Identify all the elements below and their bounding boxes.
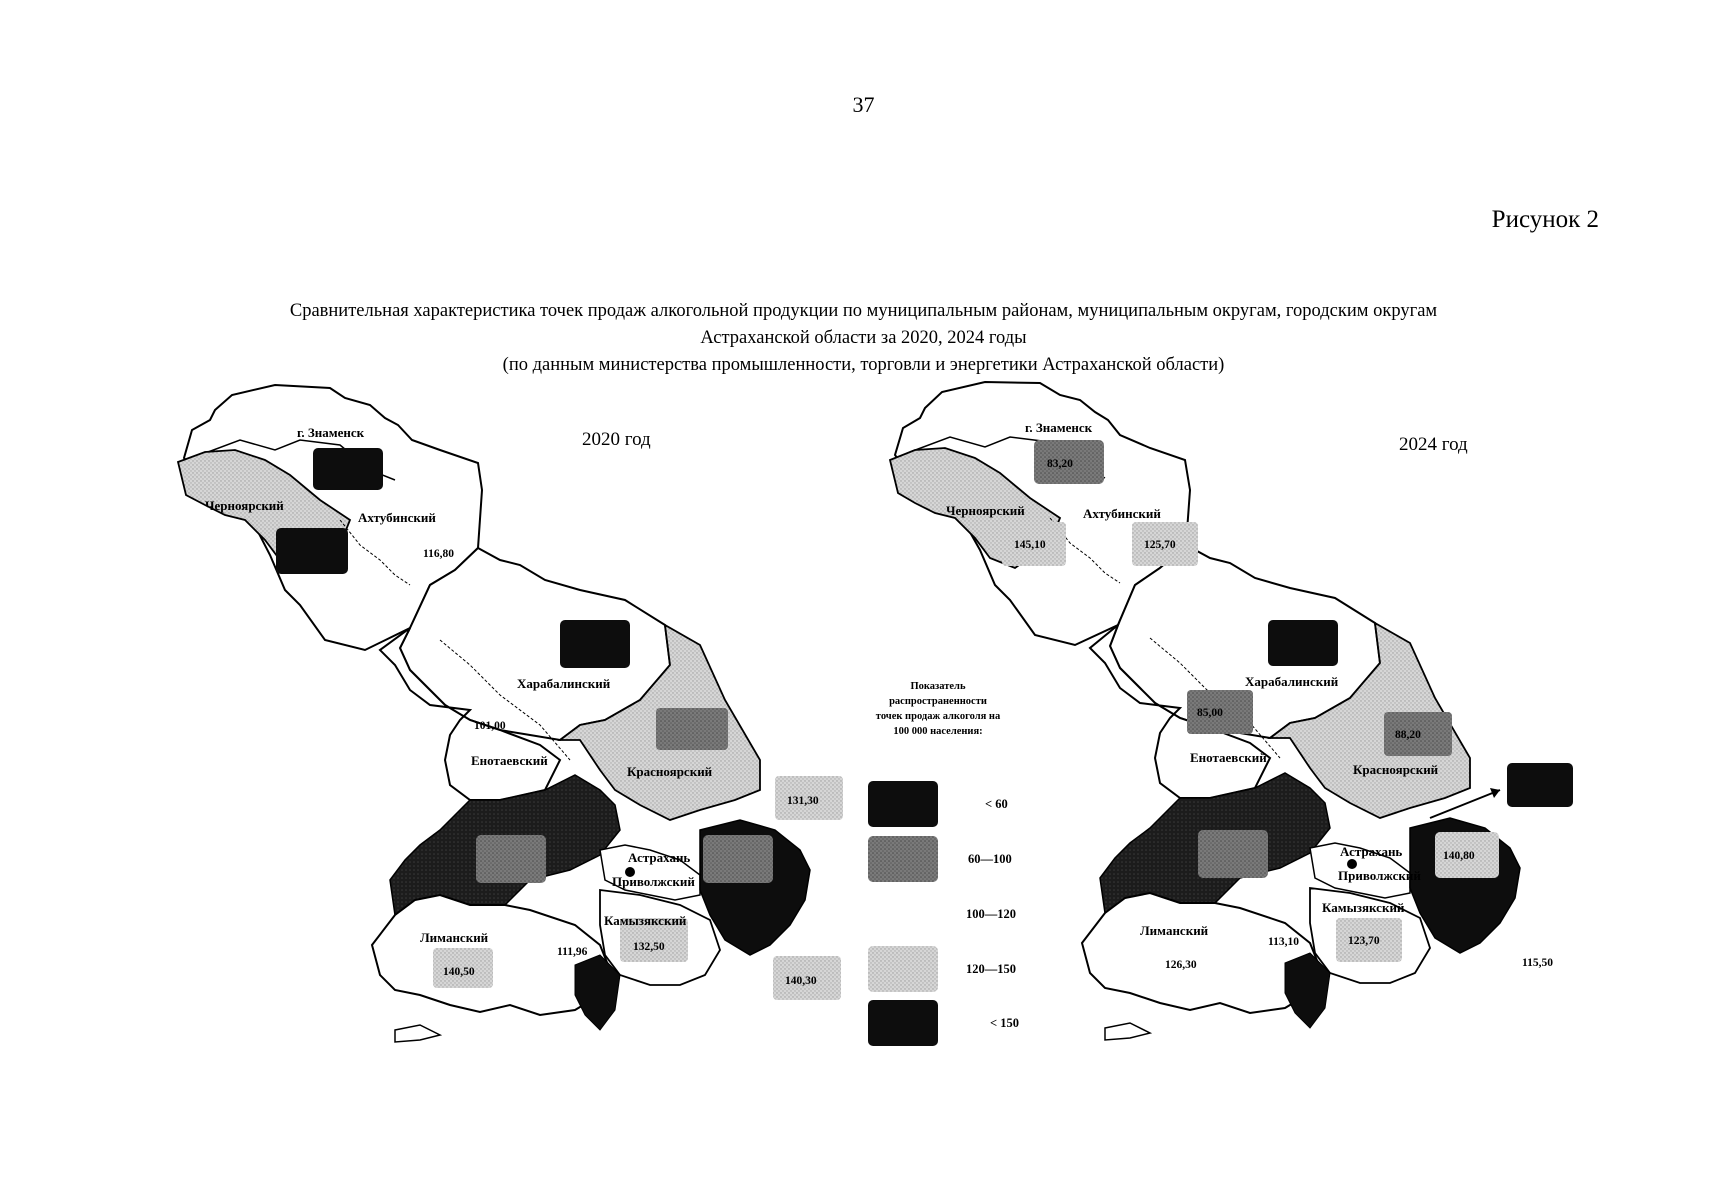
figure-label: Рисунок 2 [1491,206,1599,233]
label-astrakhan-2024: Астрахань [1340,844,1402,859]
label-astrakhan-2020: Астрахань [628,850,690,865]
value-volodarsky-2024: 115,50 [1522,957,1553,969]
title-line-2: Астраханской области за 2020, 2024 годы [700,328,1027,348]
coast-fragment-2020 [394,1024,443,1043]
value-box-narimanovsky-2024 [1198,830,1268,878]
legend-title-4: 100 000 населения: [893,726,982,737]
value-ikryaninsky-2024: 113,10 [1268,936,1299,948]
legend-swatch-1 [868,781,938,827]
label-krasnoyarsky-2024: Красноярский [1353,762,1439,777]
region-astrakhan-2024 [1309,842,1411,899]
value-limansky-2020: 140,50 [443,966,475,978]
legend: Показатель распространенности точек прод… [868,681,1019,1046]
map-2020: 2020 год [176,383,843,1043]
value-znamensk-2024: 83,20 [1047,458,1073,470]
label-chernoyarsky-2024: Черноярский [946,503,1025,518]
label-limansky-2024: Лиманский [1140,923,1209,938]
label-kamyzyaksky-2024: Камызякский [1322,900,1405,915]
river-2020-b [439,639,571,761]
label-akhtubinsky-2020: Ахтубинский [358,510,436,525]
map-2024: 2024 год г. Знаменск 83,20 [888,380,1573,1041]
value-box-volodarsky-2020 [703,835,773,883]
label-kamyzyaksky-2020: Камызякский [604,913,687,928]
legend-range-1: < 60 [985,797,1008,811]
value-box-chernoyarsky-2020 [276,528,348,574]
title-line-1: Сравнительная характеристика точек прода… [289,301,1438,321]
value-akhtubinsky-2024: 125,70 [1144,539,1176,551]
value-callout-top-2020: 131,30 [787,795,819,807]
label-chernoyarsky-2020: Черноярский [205,498,284,513]
value-box-callout-bottom-2020 [773,956,841,1000]
value-box-akhtubinsky-2024 [1132,522,1198,566]
value-limansky-2024: 126,30 [1165,959,1197,971]
value-box-chernoyarsky-2024 [1002,522,1066,566]
value-box-kamyzyaksky-2024 [1336,918,1402,962]
value-kamyzyaksky-2024: 123,70 [1348,935,1380,947]
label-kharabalinsky-2020: Харабалинский [517,676,611,691]
legend-range-4: 120—150 [966,962,1016,976]
value-box-privolzhsky-2024 [1435,832,1499,878]
label-krasnoyarsky-2020: Красноярский [627,764,713,779]
label-privolzhsky-2024: Приволжский [1338,868,1421,883]
label-akhtubinsky-2024: Ахтубинский [1083,506,1161,521]
value-privolzhsky-2024: 140,80 [1443,850,1475,862]
legend-title-1: Показатель [910,681,965,692]
legend-swatch-5 [868,1000,938,1046]
label-kharabalinsky-2024: Харабалинский [1245,674,1339,689]
value-kamyzyaksky-2020: 132,50 [633,941,665,953]
label-limansky-2020: Лиманский [420,930,489,945]
page-number: 37 [852,92,875,117]
legend-title-2: распространенности [889,696,987,707]
callout-arrowhead-2024 [1490,788,1500,798]
label-privolzhsky-2020: Приволжский [612,874,695,889]
label-znamensk-2024: г. Знаменск [1025,420,1093,435]
value-ikryaninsky-2020: 111,96 [557,946,588,958]
value-box-narimanovsky-2020 [476,835,546,883]
value-box-krasnoyarsky-2020 [656,708,728,750]
value-box-znamensk-2020 [313,448,383,490]
region-ikryaninsky-patch-2024 [1284,952,1331,1029]
value-chernoyarsky-2024: 145,10 [1014,539,1046,551]
river-2020-a [339,519,411,586]
label-znamensk-2020: г. Знаменск [297,425,365,440]
value-box-callout-top-2020 [775,776,843,820]
astrakhan-city-dot-2024 [1347,859,1357,869]
legend-title-3: точек продаж алкоголя на [876,711,1001,722]
legend-swatch-2 [868,836,938,882]
callout-arrow-2024 [1429,789,1501,819]
label-enotaevsky-2020: Енотаевский [471,753,548,768]
year-label-2020: 2020 год [582,429,651,450]
value-box-krasnoyarsky-2024 [1384,712,1452,756]
value-krasnoyarsky-2024: 88,20 [1395,729,1421,741]
legend-range-5: < 150 [990,1016,1019,1030]
value-enotaevsky-2024: 85,00 [1197,707,1223,719]
region-limansky-2024 [1080,891,1322,1015]
value-enotaevsky-2020: 101,00 [474,720,506,732]
region-krasnoyarsky-2024 [1267,621,1471,819]
legend-swatch-4 [868,946,938,992]
region-ikryaninsky-patch-2020 [574,954,621,1031]
year-label-2024: 2024 год [1399,434,1468,455]
value-box-limansky-2020 [433,948,493,988]
legend-swatch-3 [868,891,938,937]
astrakhan-city-dot-2020 [625,867,635,877]
figure-title: Сравнительная характеристика точек прода… [150,298,1577,379]
legend-range-2: 60—100 [968,852,1012,866]
value-box-kharabalinsky-2024 [1268,620,1338,666]
value-box-znamensk-2024 [1034,440,1104,484]
title-line-3: (по данным министерства промышленности, … [502,355,1225,375]
value-box-callout-2024 [1507,763,1573,807]
region-astrakhan-2020 [599,844,701,901]
legend-range-3: 100—120 [966,907,1016,921]
value-box-enotaevsky-2024 [1187,690,1253,734]
label-enotaevsky-2024: Енотаевский [1190,750,1267,765]
value-box-kamyzyaksky-2020 [620,918,688,962]
coast-fragment-2024 [1104,1022,1153,1041]
value-akhtubinsky-2020: 116,80 [423,548,454,560]
value-box-kharabalinsky-2020 [560,620,630,668]
value-callout-bottom-2020: 140,30 [785,975,817,987]
